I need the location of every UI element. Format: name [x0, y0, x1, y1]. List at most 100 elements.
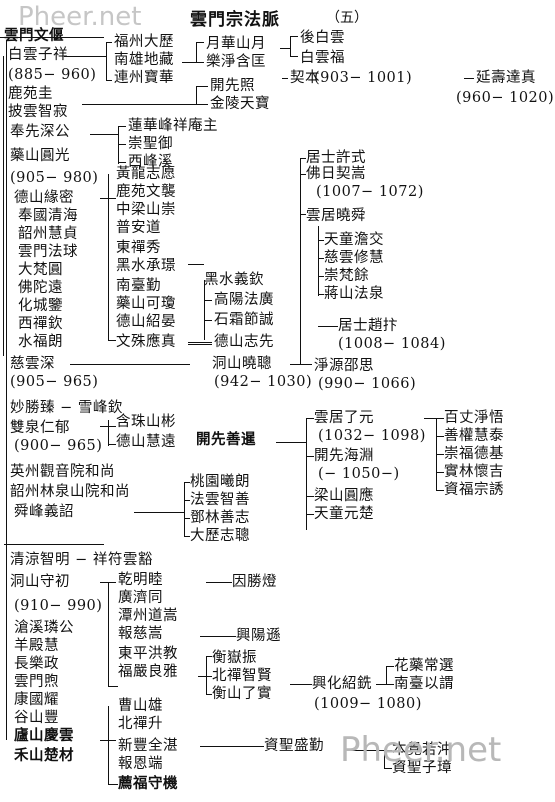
node-14: 化城鑒: [18, 298, 63, 314]
node-33: 谷山豐: [14, 710, 59, 726]
connector-line: [386, 684, 394, 685]
connector-line: [290, 36, 298, 37]
connector-line: [108, 706, 109, 784]
node-7: (905− 980): [10, 170, 99, 186]
connector-line: [108, 174, 109, 340]
connector-line: [90, 134, 118, 135]
node-79: 大歷志聰: [190, 528, 250, 544]
node-35: 禾山楚材: [14, 747, 74, 764]
connector-line: [290, 56, 298, 57]
connector-line: [82, 104, 196, 105]
node-56: 潭州道嵩: [118, 608, 178, 624]
connector-line: [108, 582, 109, 686]
node-117: 南臺以謂: [394, 676, 454, 692]
connector-line: [100, 582, 116, 583]
connector-line: [100, 426, 116, 427]
connector-line: [184, 518, 190, 519]
node-71: 石霜節誠: [214, 312, 274, 328]
node-75: 開先善暹: [196, 431, 256, 448]
connector-line: [280, 48, 290, 49]
connector-line: [318, 276, 324, 277]
node-88: (903− 1001): [314, 70, 413, 86]
node-62: 新豐全湛: [118, 738, 178, 754]
connector-line: [282, 78, 288, 79]
connector-line: [188, 344, 212, 345]
connector-line: [290, 684, 312, 685]
node-47: 黑水承璟: [116, 258, 176, 274]
node-97: 崇梵餘: [324, 268, 369, 284]
node-76: 桃園曦朗: [190, 474, 250, 490]
chart-title: 雲門宗法脈: [190, 10, 280, 30]
node-92: 佛日契嵩: [306, 166, 366, 182]
node-87: 契本: [290, 70, 320, 86]
node-58: 東平洪教: [118, 646, 178, 662]
node-23: 韶州林泉山院和尚: [10, 484, 130, 500]
node-4: 披雲智寂: [8, 104, 68, 120]
node-85: 後白雲: [300, 30, 345, 46]
node-82: 衡嶽振: [212, 650, 257, 666]
node-73: 洞山曉聰: [212, 356, 272, 372]
node-108: 天童元楚: [314, 506, 374, 522]
connector-line: [108, 340, 116, 341]
connector-line: [118, 126, 126, 127]
node-93: (1007− 1072): [316, 184, 424, 200]
node-99: 居士趙抃: [338, 318, 398, 334]
node-51: 文殊應真: [116, 334, 176, 350]
node-41: 西峰溪: [128, 154, 173, 170]
node-65: 月華山月: [206, 36, 266, 52]
node-64: 薦福守機: [118, 775, 178, 792]
node-55: 廣濟同: [118, 590, 163, 606]
connector-line: [108, 686, 118, 687]
connector-line: [70, 364, 190, 365]
connector-line: [4, 544, 104, 545]
node-22: 英州觀音院和尚: [10, 464, 115, 480]
connector-line: [306, 418, 314, 419]
node-42: 黃龍志愿: [116, 166, 176, 182]
connector-line: [350, 750, 384, 751]
node-111: 崇福德基: [444, 446, 504, 462]
connector-line: [300, 158, 301, 364]
node-109: 百丈淨悟: [444, 410, 504, 426]
connector-line: [206, 656, 207, 694]
node-94: 雲居曉舜: [306, 208, 366, 224]
node-12: 大梵圓: [18, 262, 63, 278]
node-114: 興化紹銑: [312, 676, 372, 692]
connector-line: [306, 456, 314, 457]
connector-line: [318, 294, 324, 295]
node-104: (1032− 1098): [318, 428, 426, 444]
node-70: 高陽法廣: [214, 292, 274, 308]
node-37: 南雄地藏: [114, 52, 174, 68]
node-53: 德山慧遠: [116, 434, 176, 450]
connector-line: [196, 104, 208, 105]
connector-line: [118, 162, 126, 163]
node-107: 梁山圓應: [314, 488, 374, 504]
node-60: 曹山雄: [118, 698, 163, 714]
connector-line: [204, 280, 205, 340]
connector-line: [64, 56, 106, 57]
node-81: 興陽遜: [236, 628, 281, 644]
connector-line: [306, 496, 314, 497]
connector-line: [436, 490, 444, 491]
connector-line: [3, 56, 4, 356]
connector-line: [384, 750, 392, 751]
connector-line: [196, 86, 197, 104]
node-28: 滄溪璘公: [14, 620, 74, 636]
connector-line: [318, 226, 319, 296]
node-101: 淨源邵思: [314, 358, 374, 374]
node-119: 本覺若沖: [392, 742, 452, 758]
node-86: 白雲福: [300, 50, 345, 66]
connector-line: [184, 482, 190, 483]
connector-line: [106, 42, 107, 80]
node-110: 善權慧泰: [444, 428, 504, 444]
node-9: 奉國清海: [18, 208, 78, 224]
node-90: (960− 1020): [456, 90, 555, 106]
connector-line: [196, 86, 208, 87]
node-67: 開先照: [210, 78, 255, 94]
node-77: 法雲智善: [190, 492, 250, 508]
node-34: 廬山慶雲: [14, 727, 74, 744]
connector-line: [100, 198, 116, 199]
connector-line: [100, 740, 116, 741]
node-13: 佛陀遠: [18, 280, 63, 296]
node-31: 雲門煦: [14, 674, 59, 690]
node-105: 開先海淵: [314, 448, 374, 464]
